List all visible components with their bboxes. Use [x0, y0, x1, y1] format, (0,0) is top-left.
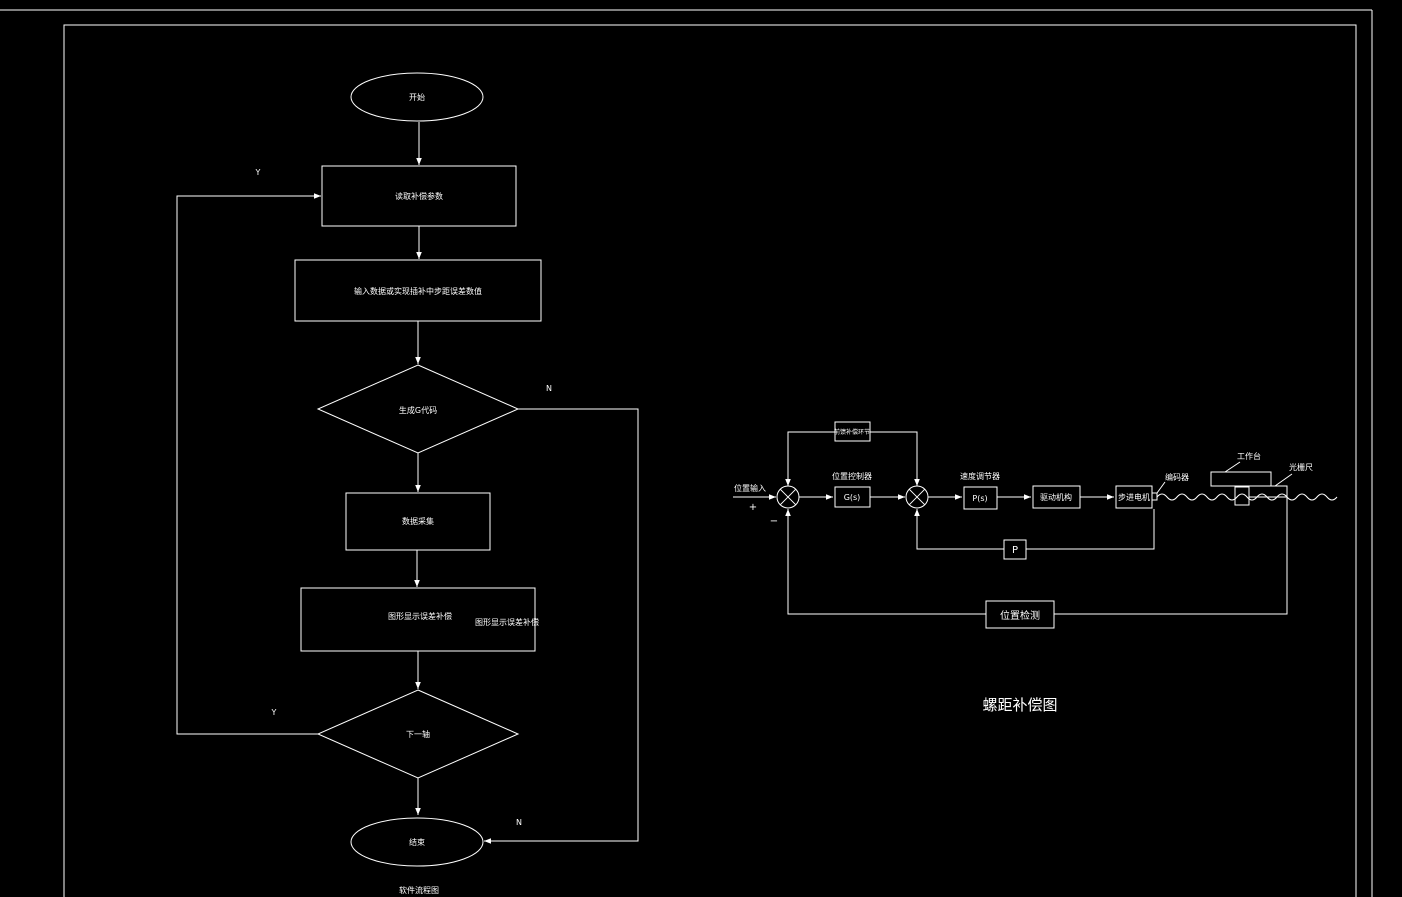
- display-side-label: 图形显示误差补偿: [475, 617, 539, 627]
- grating-label: 光栅尺: [1289, 462, 1313, 472]
- branch-n: [484, 408, 639, 844]
- y-top-label: Y: [255, 168, 261, 177]
- encoder-leader: [1156, 481, 1166, 494]
- slider-nut: [1234, 486, 1250, 506]
- speed-label: 速度调节器: [960, 471, 1000, 481]
- flowchart: 开始 读取补偿参数 输入数据或实现插补中步距误差数值 生成G代码 数据采集 图形…: [176, 72, 639, 895]
- decision-gen-label: 生成G代码: [399, 405, 437, 415]
- ff-line-right: [870, 431, 920, 486]
- n-bottom-label: N: [516, 818, 522, 827]
- flowchart-caption: 软件流程图: [399, 885, 439, 895]
- y-bottom-label: Y: [271, 708, 277, 717]
- read-params-label: 读取补偿参数: [395, 191, 443, 201]
- control-caption: 螺距补偿图: [982, 696, 1057, 714]
- feedforward-label: 前馈补偿环节: [834, 428, 870, 436]
- pos-detect-box: [985, 600, 1055, 629]
- drive-label: 驱动机构: [1040, 492, 1072, 502]
- pos-ctrl-label: 位置控制器: [832, 471, 872, 481]
- minus-sign: −: [770, 516, 778, 527]
- motor-label: 步进电机: [1118, 492, 1150, 502]
- g-block-label: G(s): [844, 493, 861, 502]
- pos-input-label: 位置输入: [734, 483, 766, 493]
- display-main-label: 图形显示误差补偿: [388, 611, 452, 621]
- decision-next-label: 下一轴: [406, 729, 430, 739]
- grating-box: [1248, 485, 1288, 498]
- encoder-label: 编码器: [1165, 472, 1189, 482]
- control-diagram: 前馈补偿环节 位置输入 + − 位置控制器 G(s) 速度调节器 P(s): [733, 421, 1338, 714]
- summing-junction-1: [776, 485, 800, 509]
- pos-detect-label: 位置检测: [1000, 609, 1040, 622]
- worktable-box: [1210, 471, 1272, 487]
- summing-junction-2: [905, 485, 929, 509]
- outer-feedback: [785, 497, 1288, 615]
- ff-line-left: [785, 431, 835, 486]
- collect-box: [345, 492, 491, 551]
- worktable-leader: [1224, 461, 1241, 473]
- drawing-frame: [0, 9, 1373, 897]
- inner-feedback: [914, 509, 1155, 550]
- p-block: [963, 486, 998, 510]
- end-label: 结束: [409, 837, 425, 847]
- grating-leader: [1274, 473, 1293, 487]
- start-label: 开始: [409, 92, 425, 102]
- p-feedback-label: P: [1012, 545, 1018, 556]
- input-step-label: 输入数据或实现插补中步距误差数值: [354, 286, 482, 296]
- plus-sign: +: [749, 502, 757, 513]
- collect-label: 数据采集: [402, 516, 434, 526]
- end-terminal: [350, 817, 484, 867]
- p-feedback-box: [1003, 539, 1027, 560]
- p-block-label: P(s): [972, 494, 987, 503]
- n-right-label: N: [546, 384, 552, 393]
- start-terminal: [350, 72, 484, 122]
- loop-y-back: [176, 193, 321, 735]
- worktable-label: 工作台: [1237, 451, 1261, 461]
- lead-screw: [1156, 493, 1338, 501]
- encoder-stub: [1151, 492, 1158, 501]
